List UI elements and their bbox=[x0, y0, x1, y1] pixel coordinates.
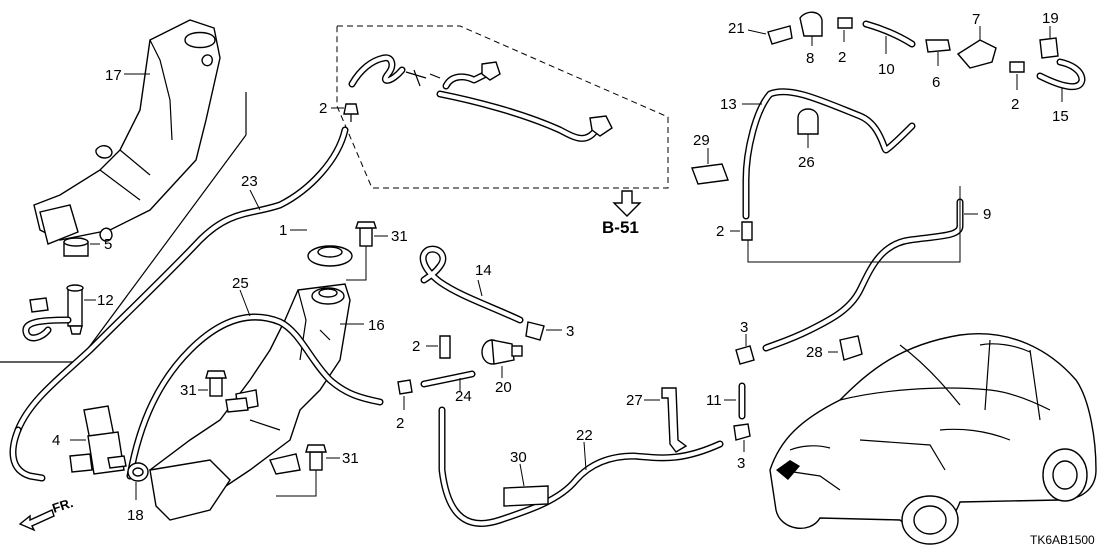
callout-3a: 3 bbox=[566, 323, 574, 340]
callout-2e: 2 bbox=[838, 49, 846, 66]
grommet: 5 bbox=[63, 236, 112, 257]
callout-22: 22 bbox=[576, 427, 593, 444]
hose-22: 22 bbox=[438, 406, 724, 527]
filler-cap: 1 bbox=[279, 222, 353, 267]
joint-2-upper: 2 bbox=[319, 100, 359, 122]
drawing-code: TK6AB1500 bbox=[1030, 533, 1095, 547]
bolt-31-lower: 31 bbox=[276, 444, 359, 497]
hose-23: 23 bbox=[9, 126, 349, 482]
clip-26: 26 bbox=[797, 108, 819, 171]
callout-2d: 2 bbox=[716, 223, 724, 240]
callout-30: 30 bbox=[510, 449, 527, 466]
callout-28: 28 bbox=[806, 344, 823, 361]
bolt-31-middle: 31 bbox=[180, 370, 249, 413]
callout-24: 24 bbox=[455, 388, 472, 405]
pad-29: 29 bbox=[691, 132, 729, 185]
callout-8: 8 bbox=[806, 50, 814, 67]
section-reference-label: B-51 bbox=[602, 218, 639, 237]
level-sensor: 12 bbox=[22, 284, 114, 342]
hose-11: 11 bbox=[706, 382, 746, 420]
callout-11: 11 bbox=[706, 392, 722, 409]
joint-3-mid: 3 bbox=[735, 319, 755, 365]
callout-15: 15 bbox=[1052, 108, 1069, 125]
callout-29: 29 bbox=[693, 132, 710, 149]
washer-motor: 4 bbox=[52, 405, 127, 475]
joint-3-lower: 3 bbox=[733, 423, 751, 472]
group-bracket bbox=[747, 186, 961, 263]
joint-3-upper: 3 bbox=[525, 321, 574, 341]
joint-2-far-right: 2 bbox=[1009, 61, 1025, 113]
hose-24: 24 2 bbox=[396, 370, 476, 432]
callout-17: 17 bbox=[105, 67, 122, 84]
callout-2: 2 bbox=[319, 100, 327, 117]
callout-25: 25 bbox=[232, 275, 249, 292]
hose-9: 9 bbox=[762, 198, 991, 352]
callout-10: 10 bbox=[878, 61, 895, 78]
nozzle-19: 19 bbox=[1039, 10, 1059, 59]
nozzle-8: 8 bbox=[799, 11, 823, 67]
callout-12: 12 bbox=[97, 292, 114, 309]
joint-2-top: 2 bbox=[837, 17, 853, 66]
check-valve-6: 6 bbox=[925, 39, 951, 91]
callout-2c: 2 bbox=[396, 415, 404, 432]
callout-3b: 3 bbox=[740, 319, 748, 336]
callout-16: 16 bbox=[368, 317, 385, 334]
pad-30: 30 bbox=[503, 449, 549, 507]
washer-tank-upper: 17 bbox=[33, 19, 221, 245]
inset-divider bbox=[0, 92, 247, 363]
callout-5: 5 bbox=[104, 236, 112, 253]
callout-23: 23 bbox=[241, 173, 258, 190]
callout-31a: 31 bbox=[391, 228, 408, 245]
reference-group-box bbox=[336, 25, 669, 189]
hose-14: 14 bbox=[419, 245, 524, 324]
callout-7: 7 bbox=[972, 11, 980, 28]
joint-2-center: 2 bbox=[412, 335, 451, 359]
section-reference-arrow: B-51 bbox=[602, 190, 642, 237]
joint-7: 7 bbox=[956, 11, 997, 69]
bolt-31-upper: 31 bbox=[346, 221, 408, 281]
callout-31b: 31 bbox=[180, 382, 197, 399]
callout-2f: 2 bbox=[1011, 96, 1019, 113]
callout-19: 19 bbox=[1042, 10, 1059, 27]
hose-25: 25 bbox=[126, 275, 384, 480]
callout-18: 18 bbox=[127, 507, 144, 524]
check-valve: 20 bbox=[481, 339, 523, 396]
callout-26: 26 bbox=[798, 154, 815, 171]
callout-20: 20 bbox=[495, 379, 512, 396]
callout-9: 9 bbox=[983, 206, 991, 223]
bracket-27: 27 bbox=[626, 387, 688, 453]
clip-28: 28 bbox=[806, 335, 863, 361]
joint-21: 21 bbox=[728, 20, 793, 45]
hose-15: 15 bbox=[1036, 58, 1086, 125]
callout-13: 13 bbox=[720, 96, 737, 113]
callout-31c: 31 bbox=[342, 450, 359, 467]
vehicle-illustration bbox=[769, 333, 1097, 545]
callout-14: 14 bbox=[475, 262, 492, 279]
callout-6: 6 bbox=[932, 74, 940, 91]
callout-27: 27 bbox=[626, 392, 643, 409]
callout-4: 4 bbox=[52, 432, 60, 449]
joint-2-right: 2 bbox=[716, 221, 753, 241]
callout-2b: 2 bbox=[412, 338, 420, 355]
callout-1: 1 bbox=[279, 222, 287, 239]
hose-13: 13 bbox=[720, 88, 916, 220]
callout-21: 21 bbox=[728, 20, 745, 37]
callout-3c: 3 bbox=[737, 455, 745, 472]
hose-10: 10 bbox=[862, 20, 916, 78]
pump-seal: 18 bbox=[127, 462, 149, 524]
front-direction-arrow: FR. bbox=[18, 495, 75, 532]
front-direction-label: FR. bbox=[50, 495, 75, 516]
